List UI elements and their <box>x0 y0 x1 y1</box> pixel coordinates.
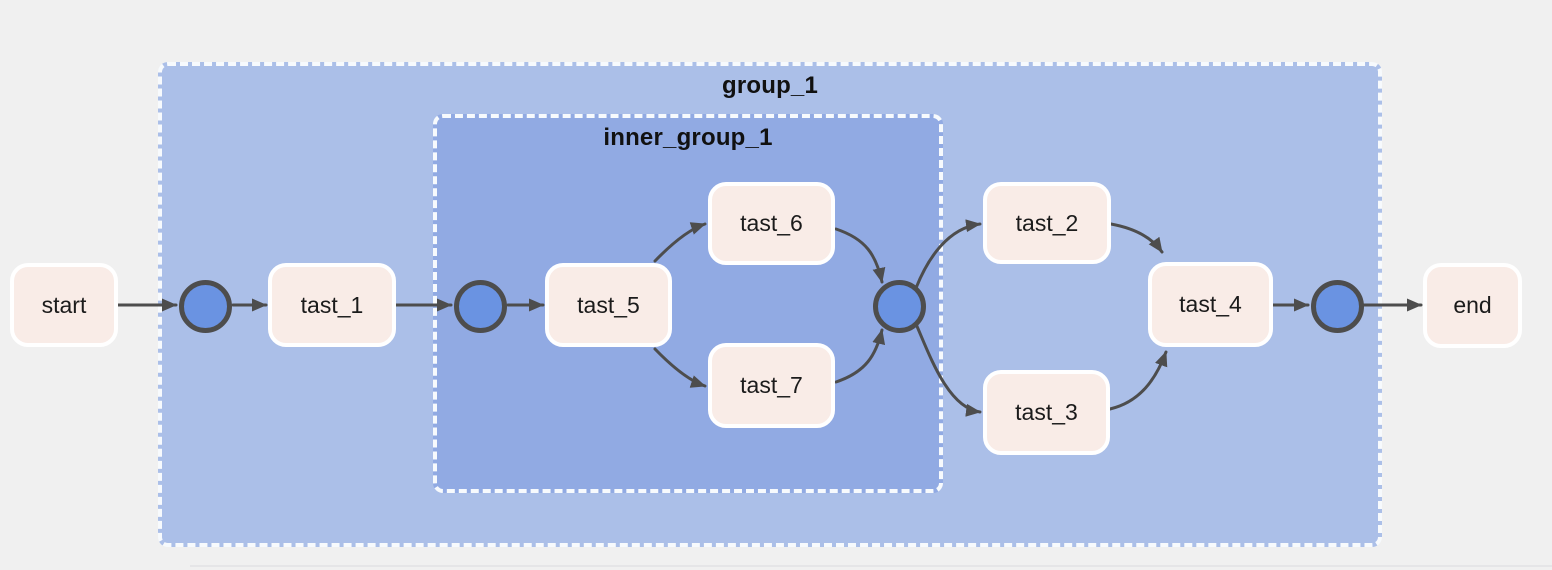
node-tast_7[interactable]: tast_7 <box>708 343 835 428</box>
group-label: group_1 <box>721 72 819 99</box>
gateway-2-circle[interactable] <box>453 279 507 333</box>
node-label: tast_2 <box>1015 209 1079 236</box>
gateway-1-circle[interactable] <box>178 279 232 333</box>
node-tast_2[interactable]: tast_2 <box>983 182 1111 264</box>
node-label: tast_5 <box>577 291 640 318</box>
node-tast_6[interactable]: tast_6 <box>708 182 835 265</box>
node-label: tast_4 <box>1179 291 1242 317</box>
node-label: tast_3 <box>1015 399 1078 425</box>
group-label: inner_group_1 <box>603 124 773 151</box>
gateway-4-circle[interactable] <box>1310 279 1364 333</box>
node-tast_5[interactable]: tast_5 <box>545 263 672 347</box>
gateway-3-circle[interactable] <box>872 279 926 333</box>
node-tast_4[interactable]: tast_4 <box>1148 262 1273 347</box>
node-label: end <box>1453 292 1492 318</box>
node-label: tast_1 <box>300 291 364 318</box>
node-tast_3[interactable]: tast_3 <box>983 370 1110 455</box>
node-start[interactable]: start <box>10 263 118 347</box>
node-label: tast_7 <box>740 372 803 398</box>
node-end[interactable]: end <box>1423 263 1522 348</box>
node-tast_1[interactable]: tast_1 <box>268 263 396 347</box>
canvas-bottom-edge-line <box>190 565 1552 567</box>
node-label: tast_6 <box>740 210 803 236</box>
group-inner_group_1[interactable]: inner_group_1 <box>433 114 943 493</box>
node-label: start <box>41 291 87 318</box>
